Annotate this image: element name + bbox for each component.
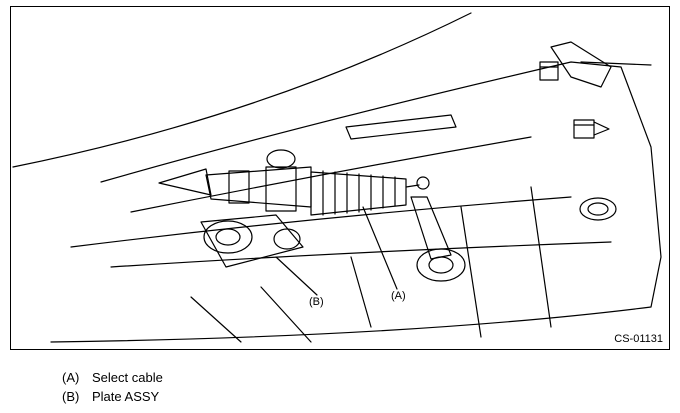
leader-line-a [362, 206, 398, 290]
callout-b: (B) [309, 296, 324, 308]
legend-key: (B) [62, 389, 80, 404]
legend-item-b: (B) Plate ASSY [62, 387, 163, 406]
transmission-case-outline [50, 61, 662, 343]
case-slot [345, 114, 457, 140]
cable-boot-bellows [310, 170, 407, 216]
legend: (A) Select cable (B) Plate ASSY [62, 368, 163, 406]
callout-a: (A) [391, 290, 406, 302]
leader-line-b [275, 256, 318, 296]
cable-eyelet [416, 176, 430, 190]
plate-assy-shape [200, 214, 304, 268]
body-curve-line [12, 12, 472, 168]
bolt-right [573, 119, 610, 139]
legend-key: (A) [62, 370, 80, 385]
legend-label: Plate ASSY [92, 389, 160, 404]
legend-label: Select cable [92, 370, 163, 385]
cable-end-cap [158, 168, 212, 196]
select-lever [410, 196, 452, 260]
bolt-upper-right [539, 61, 559, 81]
illustration-frame: (B) (A) CS-01131 [10, 6, 670, 350]
transmission-line-drawing [12, 12, 662, 343]
legend-item-a: (A) Select cable [62, 368, 163, 387]
figure-code: CS-01131 [614, 333, 663, 345]
round-boss [579, 197, 617, 221]
